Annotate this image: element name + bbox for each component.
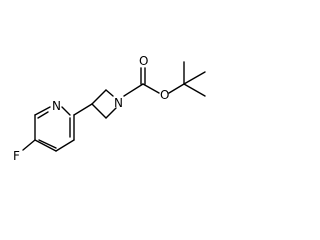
atom-ester-oxygen: O (160, 88, 169, 102)
bond-n1-c6-inner (37, 111, 49, 119)
structure-diagram: N F N O O (13, 54, 206, 163)
atom-ring-nitrogen: N (52, 99, 61, 113)
bond-o-tbutyl (168, 83, 185, 94)
boc-group (123, 61, 206, 97)
atom-carbonyl-oxygen: O (139, 54, 148, 68)
bond-n-carbonyl (123, 83, 144, 97)
bond-c2-n1 (61, 106, 71, 116)
bond-n1-c6 (34, 106, 51, 116)
bond-c4-c3 (55, 139, 75, 152)
atom-fluorine: F (13, 149, 20, 163)
bond-c5-c4 (34, 139, 57, 152)
bond-az-c4-c3 (91, 103, 107, 119)
bond-pyridine-azetidine (73, 103, 93, 116)
bond-az-c2-n (105, 89, 114, 97)
pyridine-ring (34, 106, 75, 152)
molecule-svg: N F N O O (13, 54, 206, 163)
bond-c5-c4-inner (38, 139, 57, 149)
bond-tbutyl-me3 (183, 71, 206, 85)
bond-az-c3-c2 (91, 89, 107, 105)
bond-c-o-ester (142, 83, 160, 94)
azetidine-ring (91, 89, 117, 119)
bond-az-n-c4 (105, 107, 117, 119)
atom-azetidine-nitrogen: N (114, 96, 123, 110)
bond-c5-f (22, 139, 36, 151)
bond-tbutyl-me2 (183, 83, 206, 97)
